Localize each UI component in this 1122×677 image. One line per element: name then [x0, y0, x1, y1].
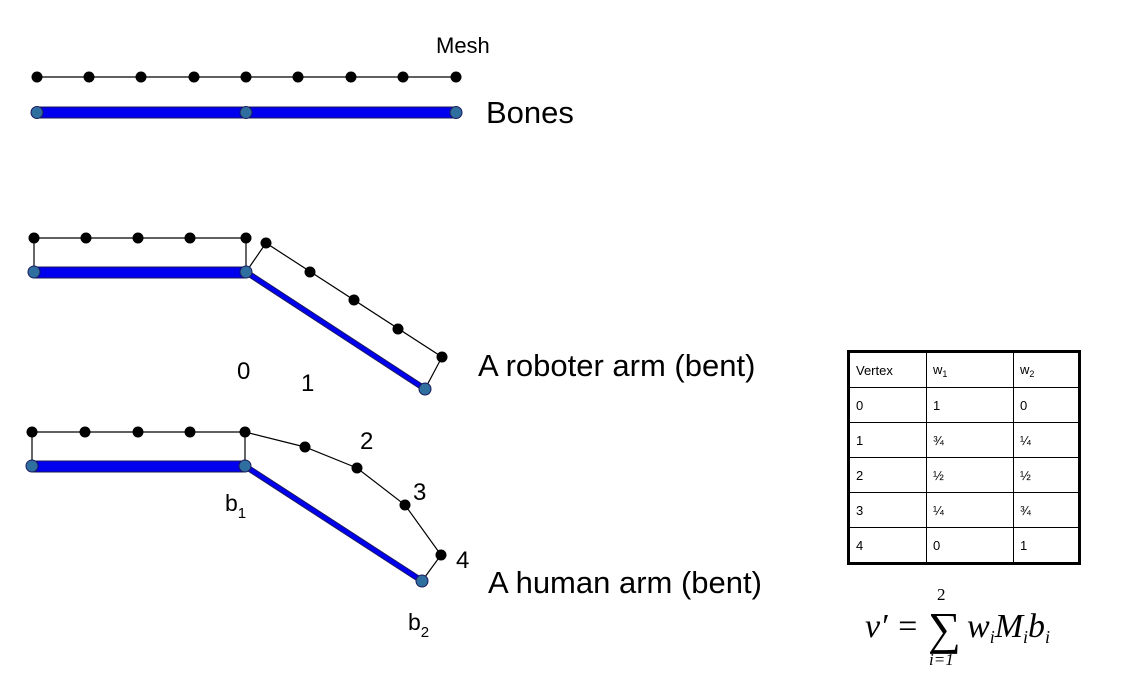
sum-symbol: ∑ — [928, 603, 961, 654]
sum-lower-limit: i=1 — [929, 650, 954, 669]
table-row: 4 0 1 — [848, 527, 1080, 564]
mesh-label: Mesh — [436, 33, 490, 58]
sum-upper-limit: 2 — [937, 585, 946, 604]
mesh-vertex — [260, 237, 272, 249]
joint — [449, 106, 463, 119]
mesh-vertex — [345, 71, 357, 83]
table-row: 2 ½ ½ — [848, 457, 1080, 493]
cell-vertex: 1 — [848, 422, 927, 458]
table-header-row: Vertex w1 w2 — [848, 351, 1080, 388]
human-arm-label: A human arm (bent) — [488, 565, 762, 600]
joint — [30, 106, 44, 119]
human-arm-bones — [25, 459, 429, 588]
cell-vertex: 2 — [848, 457, 927, 493]
mesh-vertex — [188, 71, 200, 83]
table-row: 3 ¼ ¾ — [848, 492, 1080, 528]
joint — [25, 459, 39, 473]
header-w2: w2 — [1013, 351, 1080, 388]
joint — [239, 265, 253, 279]
robot-arm-bones — [27, 265, 432, 396]
mesh-vertex — [351, 462, 363, 474]
vertex-4-label: 4 — [456, 547, 469, 574]
cell-w2: ¼ — [1013, 422, 1080, 458]
bone-2 — [245, 106, 457, 119]
robot-arm-label: A roboter arm (bent) — [478, 348, 755, 383]
joint — [27, 265, 41, 279]
bone-1 — [31, 460, 246, 473]
table-row: 1 ¾ ¼ — [848, 422, 1080, 458]
mesh-vertex — [26, 426, 38, 438]
mesh-vertex — [399, 499, 411, 511]
mesh-vertex — [31, 71, 43, 83]
formula-lhs: v′ = — [865, 608, 919, 645]
cell-w2: ¾ — [1013, 492, 1080, 528]
bones-label: Bones — [486, 95, 574, 130]
cell-w1: 0 — [926, 527, 1014, 564]
bone-b2-label: b2 — [408, 609, 429, 641]
cell-vertex: 4 — [848, 527, 927, 564]
mesh-vertex — [184, 232, 196, 244]
cell-vertex: 3 — [848, 492, 927, 528]
mesh-vertex — [435, 549, 447, 561]
joint — [239, 106, 253, 119]
mesh-vertex — [304, 266, 316, 278]
cell-w1: ½ — [926, 457, 1014, 493]
cell-w2: ½ — [1013, 457, 1080, 493]
joint — [418, 382, 432, 396]
cell-vertex: 0 — [848, 387, 927, 423]
mesh-vertex — [392, 323, 404, 335]
mesh-vertex — [79, 426, 91, 438]
mesh-vertex — [292, 71, 304, 83]
joint — [238, 459, 252, 473]
bone-1 — [35, 106, 247, 119]
header-w1: w1 — [926, 351, 1014, 388]
mesh-vertex — [184, 426, 196, 438]
mesh-vertex — [28, 232, 40, 244]
vertex-weights-table: Vertex w1 w2 0 1 0 1 ¾ ¼ 2 ½ ½ 3 ¼ ¾ 4 0… — [847, 350, 1081, 565]
cell-w1: 1 — [926, 387, 1014, 423]
bone-2 — [241, 460, 426, 587]
mesh-vertex — [240, 232, 252, 244]
mesh-vertex — [348, 294, 360, 306]
joint — [415, 574, 429, 588]
cell-w2: 0 — [1013, 387, 1080, 423]
mesh-vertex — [450, 71, 462, 83]
mesh-vertex — [80, 232, 92, 244]
straight-bones — [30, 106, 463, 119]
cell-w1: ¼ — [926, 492, 1014, 528]
skinning-formula: v′ = ∑ 2 i=1 wiMibi — [865, 585, 1050, 669]
mesh-vertex — [239, 426, 251, 438]
joint-0-label: 0 — [237, 358, 250, 385]
vertex-3-label: 3 — [413, 479, 426, 506]
robot-arm-mesh — [28, 232, 448, 390]
mesh-edge — [245, 242, 443, 390]
mesh-vertex — [132, 232, 144, 244]
bone-1 — [33, 266, 247, 279]
vertex-2-label: 2 — [360, 428, 373, 455]
mesh-vertex — [135, 71, 147, 83]
table-row: 0 1 0 — [848, 387, 1080, 423]
mesh-vertex — [397, 71, 409, 83]
joint-1-label: 1 — [301, 370, 314, 397]
cell-w2: 1 — [1013, 527, 1080, 564]
cell-w1: ¾ — [926, 422, 1014, 458]
bone-b1-label: b1 — [225, 490, 246, 522]
mesh-vertex — [240, 71, 252, 83]
mesh-vertex — [299, 441, 311, 453]
straight-mesh — [31, 71, 462, 83]
mesh-vertex — [436, 351, 448, 363]
header-vertex: Vertex — [848, 351, 927, 388]
human-arm-mesh — [26, 426, 447, 582]
mesh-vertex — [132, 426, 144, 438]
mesh-edge — [244, 431, 442, 582]
formula-term: wiMibi — [967, 608, 1050, 647]
mesh-vertex — [83, 71, 95, 83]
